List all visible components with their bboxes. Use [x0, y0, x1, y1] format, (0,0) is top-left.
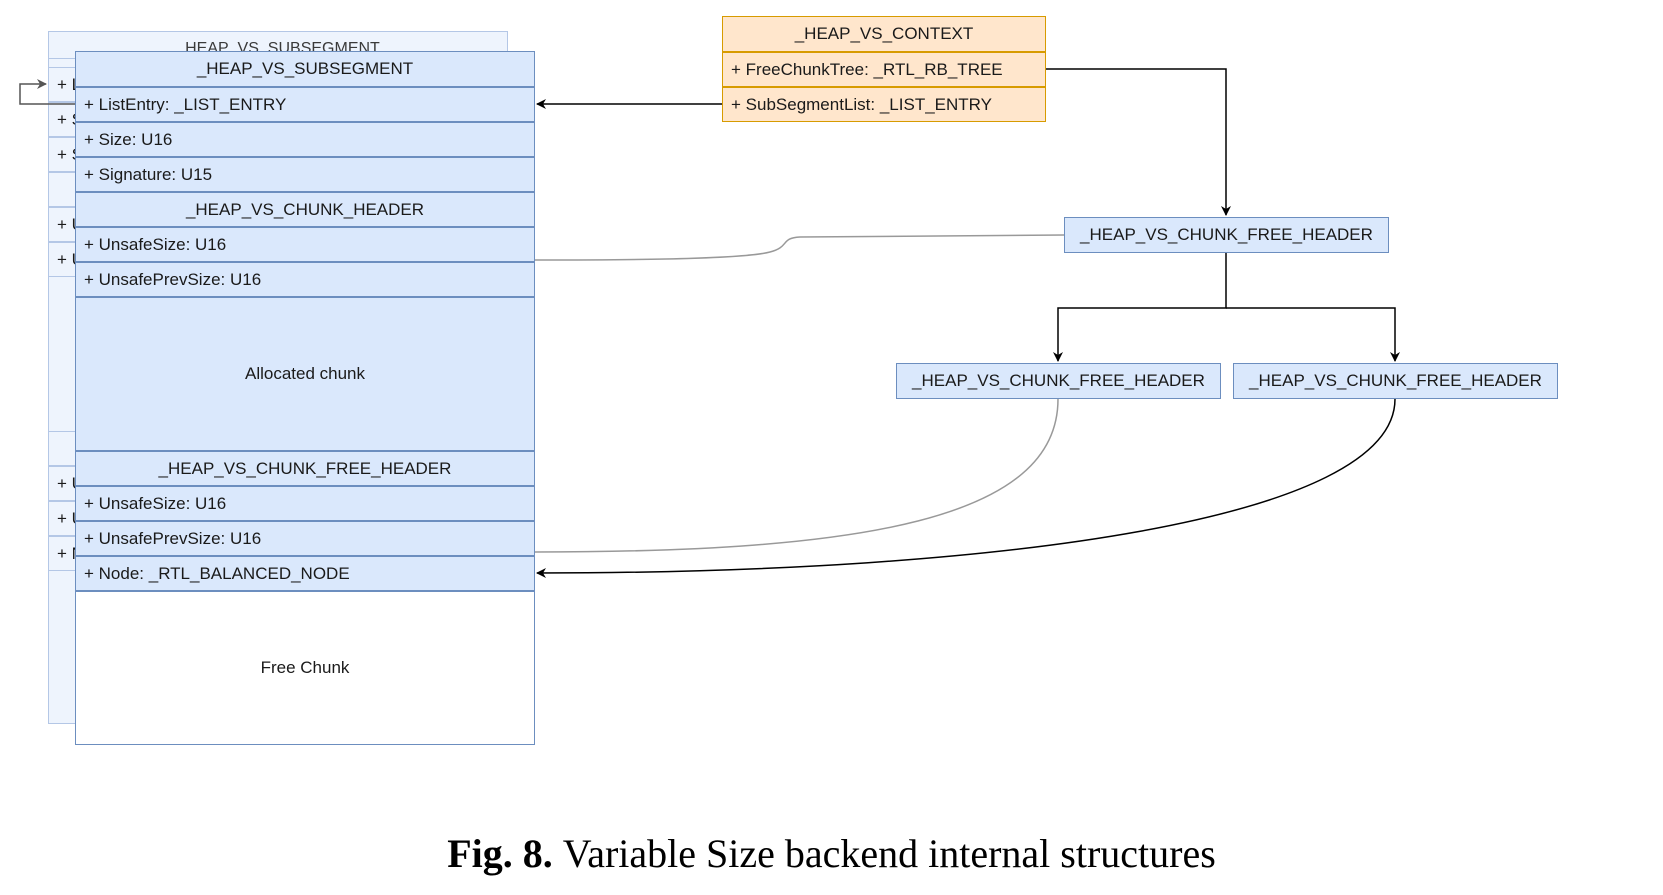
back-row-prefix: + U	[48, 466, 78, 501]
subsegment-field-size: + Size: U16	[75, 122, 535, 157]
subsegment-field-list-entry: + ListEntry: _LIST_ENTRY	[75, 87, 535, 122]
figure-label: Fig. 8.	[447, 831, 553, 876]
back-row-prefix: + S	[48, 137, 78, 172]
figure-caption-text: Variable Size backend internal structure…	[562, 831, 1216, 876]
back-row-prefix: + N	[48, 536, 78, 571]
back-row-prefix: + U	[48, 207, 78, 242]
tree-left-node: _HEAP_VS_CHUNK_FREE_HEADER	[896, 363, 1221, 399]
chunk-header-field-unsafe-prev-size: + UnsafePrevSize: U16	[75, 262, 535, 297]
chunk-header-title: _HEAP_VS_CHUNK_HEADER	[75, 192, 535, 227]
tree-right-node: _HEAP_VS_CHUNK_FREE_HEADER	[1233, 363, 1558, 399]
figure-caption: Fig. 8.Variable Size backend internal st…	[0, 830, 1663, 877]
back-row-prefix: + S	[48, 102, 78, 137]
context-title: _HEAP_VS_CONTEXT	[722, 16, 1046, 52]
free-header-field-unsafe-prev-size: + UnsafePrevSize: U16	[75, 521, 535, 556]
back-row-blank	[48, 172, 78, 207]
left-node-to-free-header-link	[534, 398, 1059, 553]
subsegment-field-signature: + Signature: U15	[75, 157, 535, 192]
allocated-chunk: Allocated chunk	[75, 297, 535, 451]
root-to-chunk-header-link	[534, 234, 1065, 261]
chunk-header-field-unsafe-size: + UnsafeSize: U16	[75, 227, 535, 262]
context-field-free-chunk-tree: + FreeChunkTree: _RTL_RB_TREE	[722, 52, 1046, 87]
list-entry-loop-connector	[19, 79, 75, 105]
free-header-field-unsafe-size: + UnsafeSize: U16	[75, 486, 535, 521]
free-chunk-tree-connector	[1046, 68, 1231, 216]
back-row-blank	[48, 431, 78, 466]
free-header-field-node: + Node: _RTL_BALANCED_NODE	[75, 556, 535, 591]
back-row-prefix: + U	[48, 242, 78, 277]
tree-left-branch	[1053, 253, 1227, 362]
free-header-title: _HEAP_VS_CHUNK_FREE_HEADER	[75, 451, 535, 486]
free-chunk: Free Chunk	[75, 591, 535, 745]
back-row-prefix: + U	[48, 501, 78, 536]
subsegment-title: _HEAP_VS_SUBSEGMENT	[75, 51, 535, 87]
tree-right-branch	[1226, 307, 1400, 362]
context-field-subsegment-list: + SubSegmentList: _LIST_ENTRY	[722, 87, 1046, 122]
right-node-to-node-field-connector	[536, 398, 1396, 578]
tree-root-node: _HEAP_VS_CHUNK_FREE_HEADER	[1064, 217, 1389, 253]
